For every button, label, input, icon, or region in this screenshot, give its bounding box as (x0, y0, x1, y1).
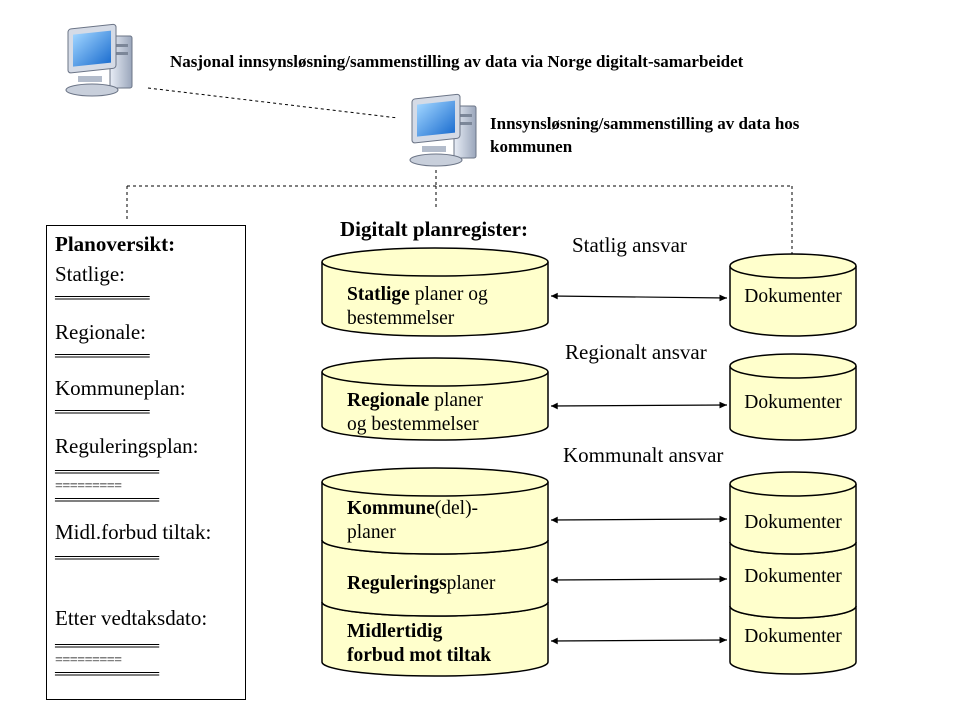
regionale-bold-text: Regionale (347, 390, 430, 411)
placeholder-line: ═══════════ (55, 639, 159, 654)
national-solution-title: Nasjonal innsynsløsning/sammenstilling a… (170, 52, 744, 71)
midlertidig-line1-text: Midlertidig (347, 621, 443, 642)
placeholder-line: ========= (55, 653, 122, 668)
statlige-line2-text: bestemmelser (347, 308, 455, 329)
kommune-rest-text: (del)- (434, 498, 479, 519)
arrow-kommune-dokumenter (550, 515, 728, 524)
dashed-connectors (126, 87, 793, 256)
placeholder-line: ══════════ (55, 405, 150, 420)
statlig-ansvar-label: Statlig ansvar (572, 233, 687, 257)
regionale-register-label: Regionale planer og bestemmelser (347, 389, 542, 437)
national-to-municipal-connector (147, 87, 399, 119)
arrow-regulering-dokumenter (550, 575, 728, 584)
section-label-kommuneplan: Kommuneplan: (55, 376, 186, 400)
dokumenter-cylinder-statlig (729, 253, 857, 337)
section-label-statlige: Statlige: (55, 262, 125, 286)
dokumenter-label-statlig: Dokumenter (744, 286, 842, 307)
placeholder-line: ========= (55, 479, 122, 494)
digital-plan-register-title: Digitalt planregister: (340, 217, 528, 241)
kommune-bold-text: Kommune (347, 498, 435, 519)
section-label-etter-vedtaksdato: Etter vedtaksdato: (55, 606, 208, 630)
kommune-register-label: Kommune(del)- planer (347, 497, 542, 545)
placeholder-line: ═══════════ (55, 551, 159, 566)
arrow-midlertidig-dokumenter (550, 636, 728, 645)
dokumenter-cylinder-regional (729, 353, 857, 441)
regionale-line2-text: og bestemmelser (347, 414, 479, 435)
section-label-regionale: Regionale: (55, 320, 146, 344)
placeholder-line: ═══════════ (55, 493, 159, 508)
placeholder-line: ═══════════ (55, 465, 159, 480)
kommune-register-cylinder (321, 467, 549, 555)
kommunalt-ansvar-label: Kommunalt ansvar (563, 443, 724, 467)
regulering-register-label: Reguleringsplaner (347, 572, 542, 596)
plan-overview-box: Planoversikt: Statlige: ══════════ Regio… (46, 225, 246, 700)
dokumenter-cylinder-kommune (729, 471, 857, 555)
regionalt-ansvar-label: Regionalt ansvar (565, 340, 707, 364)
kommune-line2-text: planer (347, 522, 396, 543)
dokumenter-label-regional: Dokumenter (744, 392, 842, 413)
dokumenter-label-regulering: Dokumenter (744, 566, 842, 587)
regulering-rest-text: planer (446, 573, 496, 594)
section-label-midl-forbud: Midl.forbud tiltak: (55, 520, 212, 544)
regulering-bold-text: Regulerings (347, 573, 447, 594)
placeholder-line: ══════════ (55, 349, 150, 364)
statlige-register-cylinder (321, 247, 549, 337)
placeholder-line: ═══════════ (55, 667, 159, 682)
regionale-register-cylinder (321, 357, 549, 441)
statlige-rest-text: planer og (409, 284, 488, 305)
statlige-register-label: Statlige planer og bestemmelser (347, 283, 542, 331)
dokumenter-label-kommune: Dokumenter (744, 512, 842, 533)
computer-icon (65, 23, 133, 97)
computer-icon (409, 93, 477, 167)
municipal-solution-title-line1: Innsynsløsning/sammenstilling av data ho… (490, 114, 800, 133)
municipal-solution-title-line2: kommunen (490, 137, 573, 156)
statlige-bold-text: Statlige (347, 284, 410, 305)
midlertidig-line2-text: forbud mot tiltak (347, 645, 492, 666)
dokumenter-label-midlertidig: Dokumenter (744, 626, 842, 647)
arrow-statlige-dokumenter (550, 292, 728, 302)
plan-overview-title: Planoversikt: (55, 232, 176, 256)
regionale-rest-text: planer (429, 390, 483, 411)
placeholder-line: ══════════ (55, 291, 150, 306)
midlertidig-register-label: Midlertidig forbud mot tiltak (347, 620, 542, 668)
section-label-reguleringsplan: Reguleringsplan: (55, 434, 199, 458)
arrow-regionale-dokumenter (550, 401, 728, 410)
